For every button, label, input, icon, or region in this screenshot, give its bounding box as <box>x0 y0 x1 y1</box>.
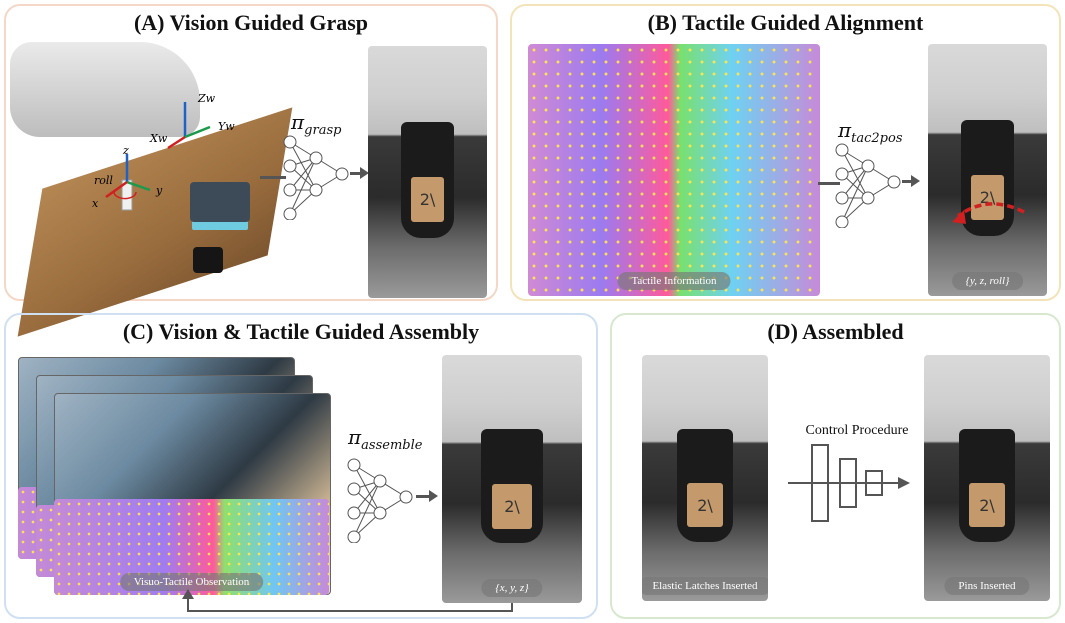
xyz-caption: {x, y, z} <box>481 579 543 597</box>
axis-roll-label: roll <box>94 174 113 187</box>
yzroll-caption: {y, z, roll} <box>951 272 1024 290</box>
axis-yw-label: Yw <box>218 120 235 133</box>
neural-network-icon <box>283 135 349 220</box>
policy-tac2pos-label: πtac2pos <box>838 118 903 146</box>
panel-title: (B) Tactile Guided Alignment <box>647 10 924 35</box>
panel-vision-tactile-guided-assembly: (C) Vision & Tactile Guided Assembly Vis… <box>4 313 598 619</box>
control-procedure-icon <box>788 444 910 522</box>
tactile-image: Tactile Information <box>528 44 820 296</box>
panel-tactile-guided-alignment: (B) Tactile Guided Alignment Tactile Inf… <box>510 4 1061 301</box>
panel-vision-guided-grasp: (A) Vision Guided Grasp Zw Yw Xw z y x r… <box>4 4 498 337</box>
assembly-result-photo: 2\ {x, y, z} <box>442 355 582 603</box>
neural-network-icon <box>835 143 901 228</box>
panel-assembled: (D) Assembled 2\ Elastic Latches Inserte… <box>610 313 1061 619</box>
robot-arm <box>10 42 200 137</box>
input-line <box>818 182 840 185</box>
observation-stack: Visuo-Tactile Observation <box>18 357 338 607</box>
feedback-loop-arrow <box>182 589 513 612</box>
output-arrow <box>350 167 369 179</box>
control-procedure-label: Control Procedure <box>805 423 909 438</box>
robot-scene: Zw Yw Xw z y x roll <box>10 42 293 337</box>
camera <box>193 247 223 273</box>
neural-network-icon <box>347 458 413 543</box>
visuo-tactile-caption: Visuo-Tactile Observation <box>119 573 264 591</box>
grasp-result-photo: 2\ <box>368 46 487 298</box>
tactile-information-caption: Tactile Information <box>617 272 731 290</box>
output-arrow <box>902 175 920 187</box>
elastic-latches-photo: 2\ Elastic Latches Inserted <box>642 355 768 601</box>
policy-assemble-label: πassemble <box>348 425 423 453</box>
axis-x-label: x <box>92 197 99 210</box>
axis-xw-label: Xw <box>149 132 168 145</box>
policy-grasp-label: πgrasp <box>291 110 342 138</box>
axis-y-label: y <box>155 184 163 197</box>
axis-zw-label: Zw <box>197 92 216 105</box>
panel-title: (D) Assembled <box>767 319 904 344</box>
pins-inserted-photo: 2\ Pins Inserted <box>924 355 1050 601</box>
axis-z-label: z <box>122 144 129 157</box>
tactile-frame-front: Visuo-Tactile Observation <box>54 499 329 595</box>
pins-inserted-caption: Pins Inserted <box>944 577 1030 595</box>
connector-block <box>190 182 250 222</box>
panel-title: (C) Vision & Tactile Guided Assembly <box>122 319 480 344</box>
alignment-result-photo: 2\ {y, z, roll} <box>928 44 1047 296</box>
input-line <box>260 176 286 179</box>
world-axes: Zw Yw Xw z y x roll <box>92 92 235 211</box>
panel-title: (A) Vision Guided Grasp <box>133 10 369 35</box>
output-arrow <box>416 490 438 502</box>
roll-arrow-icon <box>952 202 1025 224</box>
elastic-latches-caption: Elastic Latches Inserted <box>642 577 768 595</box>
